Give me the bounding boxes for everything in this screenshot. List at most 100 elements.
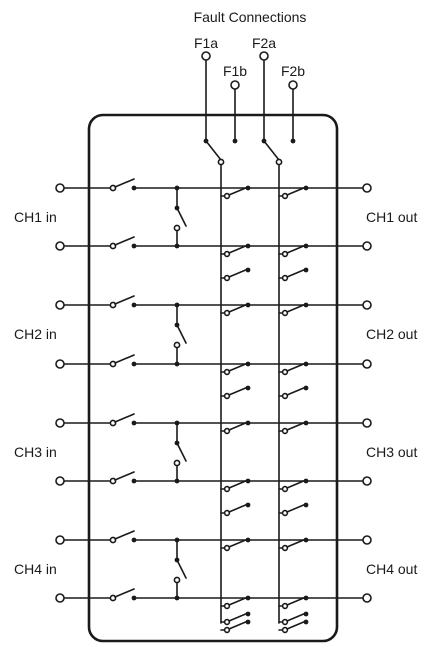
ch3-line-a-sw-blade [114, 413, 135, 423]
ch4-out-label: CH4 out [366, 561, 417, 577]
ch3-bridge-blade [176, 442, 187, 462]
ch2-b-f2-tap-pivot [281, 368, 289, 376]
ch1-b-f2-extra-tap-contact [303, 267, 309, 273]
ch2-in-label: CH2 in [14, 326, 57, 342]
ch3-bridge-pivot [173, 459, 181, 467]
ch4-b-f1-tap-contact [245, 595, 251, 601]
ch4-a-f1-tap-blade [228, 538, 249, 548]
ch2-b-f1-extra-tap-blade [228, 386, 249, 396]
ch2-bridge-blade [176, 324, 187, 344]
ch3-b-f2-tap-pivot [281, 485, 289, 493]
ch1-b-f2-tap-blade [286, 244, 307, 254]
ch4-bridge-top-node [174, 537, 180, 543]
ch2-in-terminal-a [55, 300, 65, 310]
ch3-a-f2-tap-pivot [281, 427, 289, 435]
ch1-a-f2-tap-contact [303, 185, 309, 191]
ch4-b-f1-tap-blade [228, 596, 249, 606]
bottom-f2-tap-blade [286, 612, 307, 622]
switch-symbols [109, 138, 309, 634]
f2-selector-contact-b [290, 138, 296, 144]
ch1-b-f2-extra-tap-pivot [281, 274, 289, 282]
ch1-b-f1-tap-blade [228, 244, 249, 254]
ch4-a-f2-tap-contact [303, 537, 309, 543]
ch3-b-f1-tap-blade [228, 479, 249, 489]
ch2-b-f1-tap-pivot [223, 368, 231, 376]
ch4-line-b-sw-contact [131, 595, 137, 601]
f2b-terminal-label: F2b [281, 63, 305, 79]
ch2-line-a-sw-contact [131, 302, 137, 308]
ch1-b-f1-extra-tap-pivot [223, 274, 231, 282]
ch3-line-a-sw-contact [131, 420, 137, 426]
ch4-b-f2-extra-tap-pivot [281, 626, 289, 634]
labels: Fault Connections F1a F1b F2a F2b CH1 in… [14, 9, 417, 577]
ch3-b-f1-tap-contact [245, 478, 251, 484]
ch2-b-f2-tap-blade [286, 362, 307, 372]
ch4-a-f1-tap-pivot [223, 544, 231, 552]
ch3-a-f1-tap-blade [228, 421, 249, 431]
ch2-b-f2-extra-tap-contact [303, 385, 309, 391]
bottom-f2-tap-contact [303, 611, 309, 617]
ch1-b-f1-extra-tap-contact [245, 267, 251, 273]
ch1-line-a-sw-pivot [109, 184, 117, 192]
ch2-line-a-sw-blade [114, 295, 135, 305]
wiring [63, 59, 364, 643]
ch2-out-terminal-b [362, 359, 372, 369]
ch3-b-f1-extra-tap-pivot [223, 509, 231, 517]
ch3-line-b-sw-contact [131, 478, 137, 484]
ch2-b-f1-tap-contact [245, 361, 251, 367]
ch2-b-f2-extra-tap-blade [286, 386, 307, 396]
bottom-f2-tap-pivot [281, 618, 289, 626]
ch4-b-f2-extra-tap-blade [286, 620, 307, 630]
ch1-bridge-pivot [173, 224, 181, 232]
ch4-a-f2-tap-blade [286, 538, 307, 548]
ch1-out-terminal-b [362, 241, 372, 251]
bottom-f1-tap-blade [228, 612, 249, 622]
ch3-b-f1-extra-tap-contact [245, 502, 251, 508]
ch2-b-f1-tap-blade [228, 362, 249, 372]
ch4-b-f2-extra-tap-contact [303, 619, 309, 625]
ch3-b-f2-tap-blade [286, 479, 307, 489]
ch1-line-a-sw-blade [114, 178, 135, 188]
ch3-b-f2-extra-tap-pivot [281, 509, 289, 517]
ch3-b-f1-extra-tap-blade [228, 503, 249, 513]
ch4-b-f1-tap-pivot [223, 602, 231, 610]
ch4-line-a-sw-contact [131, 537, 137, 543]
ch4-b-f2-tap-pivot [281, 602, 289, 610]
ch1-b-f2-extra-tap-blade [286, 268, 307, 278]
ch2-a-f1-tap-pivot [223, 309, 231, 317]
ch1-b-f1-tap-pivot [223, 250, 231, 258]
ch1-out-terminal-a [362, 183, 372, 193]
ch3-b-f2-extra-tap-contact [303, 502, 309, 508]
ch4-bridge-bottom-node [174, 595, 180, 601]
f2b-terminal [288, 80, 298, 90]
ch1-a-f1-tap-contact [245, 185, 251, 191]
ch3-in-terminal-b [55, 476, 65, 486]
ch1-a-f1-tap-blade [228, 186, 249, 196]
ch1-bridge-top-node [174, 185, 180, 191]
ch4-b-f2-tap-contact [303, 595, 309, 601]
ch4-bridge-pivot [173, 576, 181, 584]
ch4-a-f2-tap-pivot [281, 544, 289, 552]
ch1-out-label: CH1 out [366, 209, 417, 225]
ch1-a-f2-tap-pivot [281, 192, 289, 200]
ch2-line-a-sw-pivot [109, 301, 117, 309]
ch2-a-f1-tap-blade [228, 303, 249, 313]
ch3-in-label: CH3 in [14, 444, 57, 460]
bottom-f1-tap-contact [245, 611, 251, 617]
ch1-in-terminal-a [55, 183, 65, 193]
ch2-a-f2-tap-contact [303, 302, 309, 308]
ch3-in-terminal-a [55, 418, 65, 428]
ch1-b-f1-extra-tap-blade [228, 268, 249, 278]
ch2-bridge-pivot [173, 341, 181, 349]
ch4-in-terminal-b [55, 593, 65, 603]
ch1-bridge-blade [176, 207, 187, 227]
ch2-b-f2-extra-tap-pivot [281, 392, 289, 400]
f2a-terminal [259, 51, 269, 61]
ch3-a-f2-tap-blade [286, 421, 307, 431]
ch1-a-f1-tap-pivot [223, 192, 231, 200]
ch3-b-f2-tap-contact [303, 478, 309, 484]
f1-selector-blade [205, 140, 222, 161]
ch2-a-f1-tap-contact [245, 302, 251, 308]
ch1-in-terminal-b [55, 241, 65, 251]
